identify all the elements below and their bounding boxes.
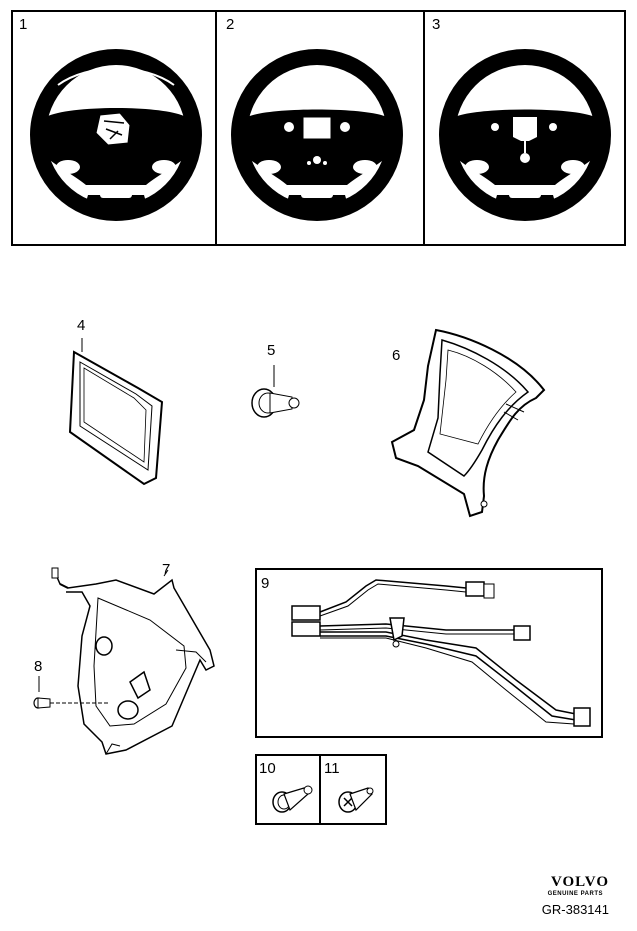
callout-9: 9: [261, 575, 270, 592]
airbag-cover-part-4: [68, 338, 164, 486]
steering-wheel-panel: [11, 10, 626, 246]
steering-wheel-3: [439, 49, 611, 221]
callout-7: 7: [162, 561, 171, 578]
screw-part-8: [33, 676, 108, 709]
panel-divider-2: [423, 10, 425, 246]
diagram-reference: GR-383141: [541, 902, 609, 917]
screw-part-10: [272, 785, 313, 813]
screw-part-11: [338, 787, 374, 813]
nut-part-5: [251, 365, 300, 418]
trim-cover-part-6: [390, 328, 546, 518]
screws-panel: [255, 754, 387, 825]
callout-4: 4: [77, 317, 86, 334]
brand-logo: VOLVO: [550, 874, 609, 890]
brand-tagline: GENUINE PARTS: [547, 891, 603, 897]
callout-10: 10: [259, 760, 276, 777]
wiring-harness-part-9: [291, 579, 591, 727]
callout-1: 1: [19, 16, 28, 33]
wiring-harness-panel: [255, 568, 603, 738]
callout-8: 8: [34, 658, 43, 675]
callout-11: 11: [324, 760, 340, 777]
screws-panel-divider: [319, 754, 321, 825]
wheel-frame-part-7: [51, 567, 215, 755]
callout-3: 3: [432, 16, 441, 33]
callout-2: 2: [226, 16, 235, 33]
callout-5: 5: [267, 342, 276, 359]
steering-wheel-2: [231, 49, 403, 221]
callout-6: 6: [392, 347, 401, 364]
steering-wheel-1: [30, 49, 202, 221]
panel-divider-1: [215, 10, 217, 246]
